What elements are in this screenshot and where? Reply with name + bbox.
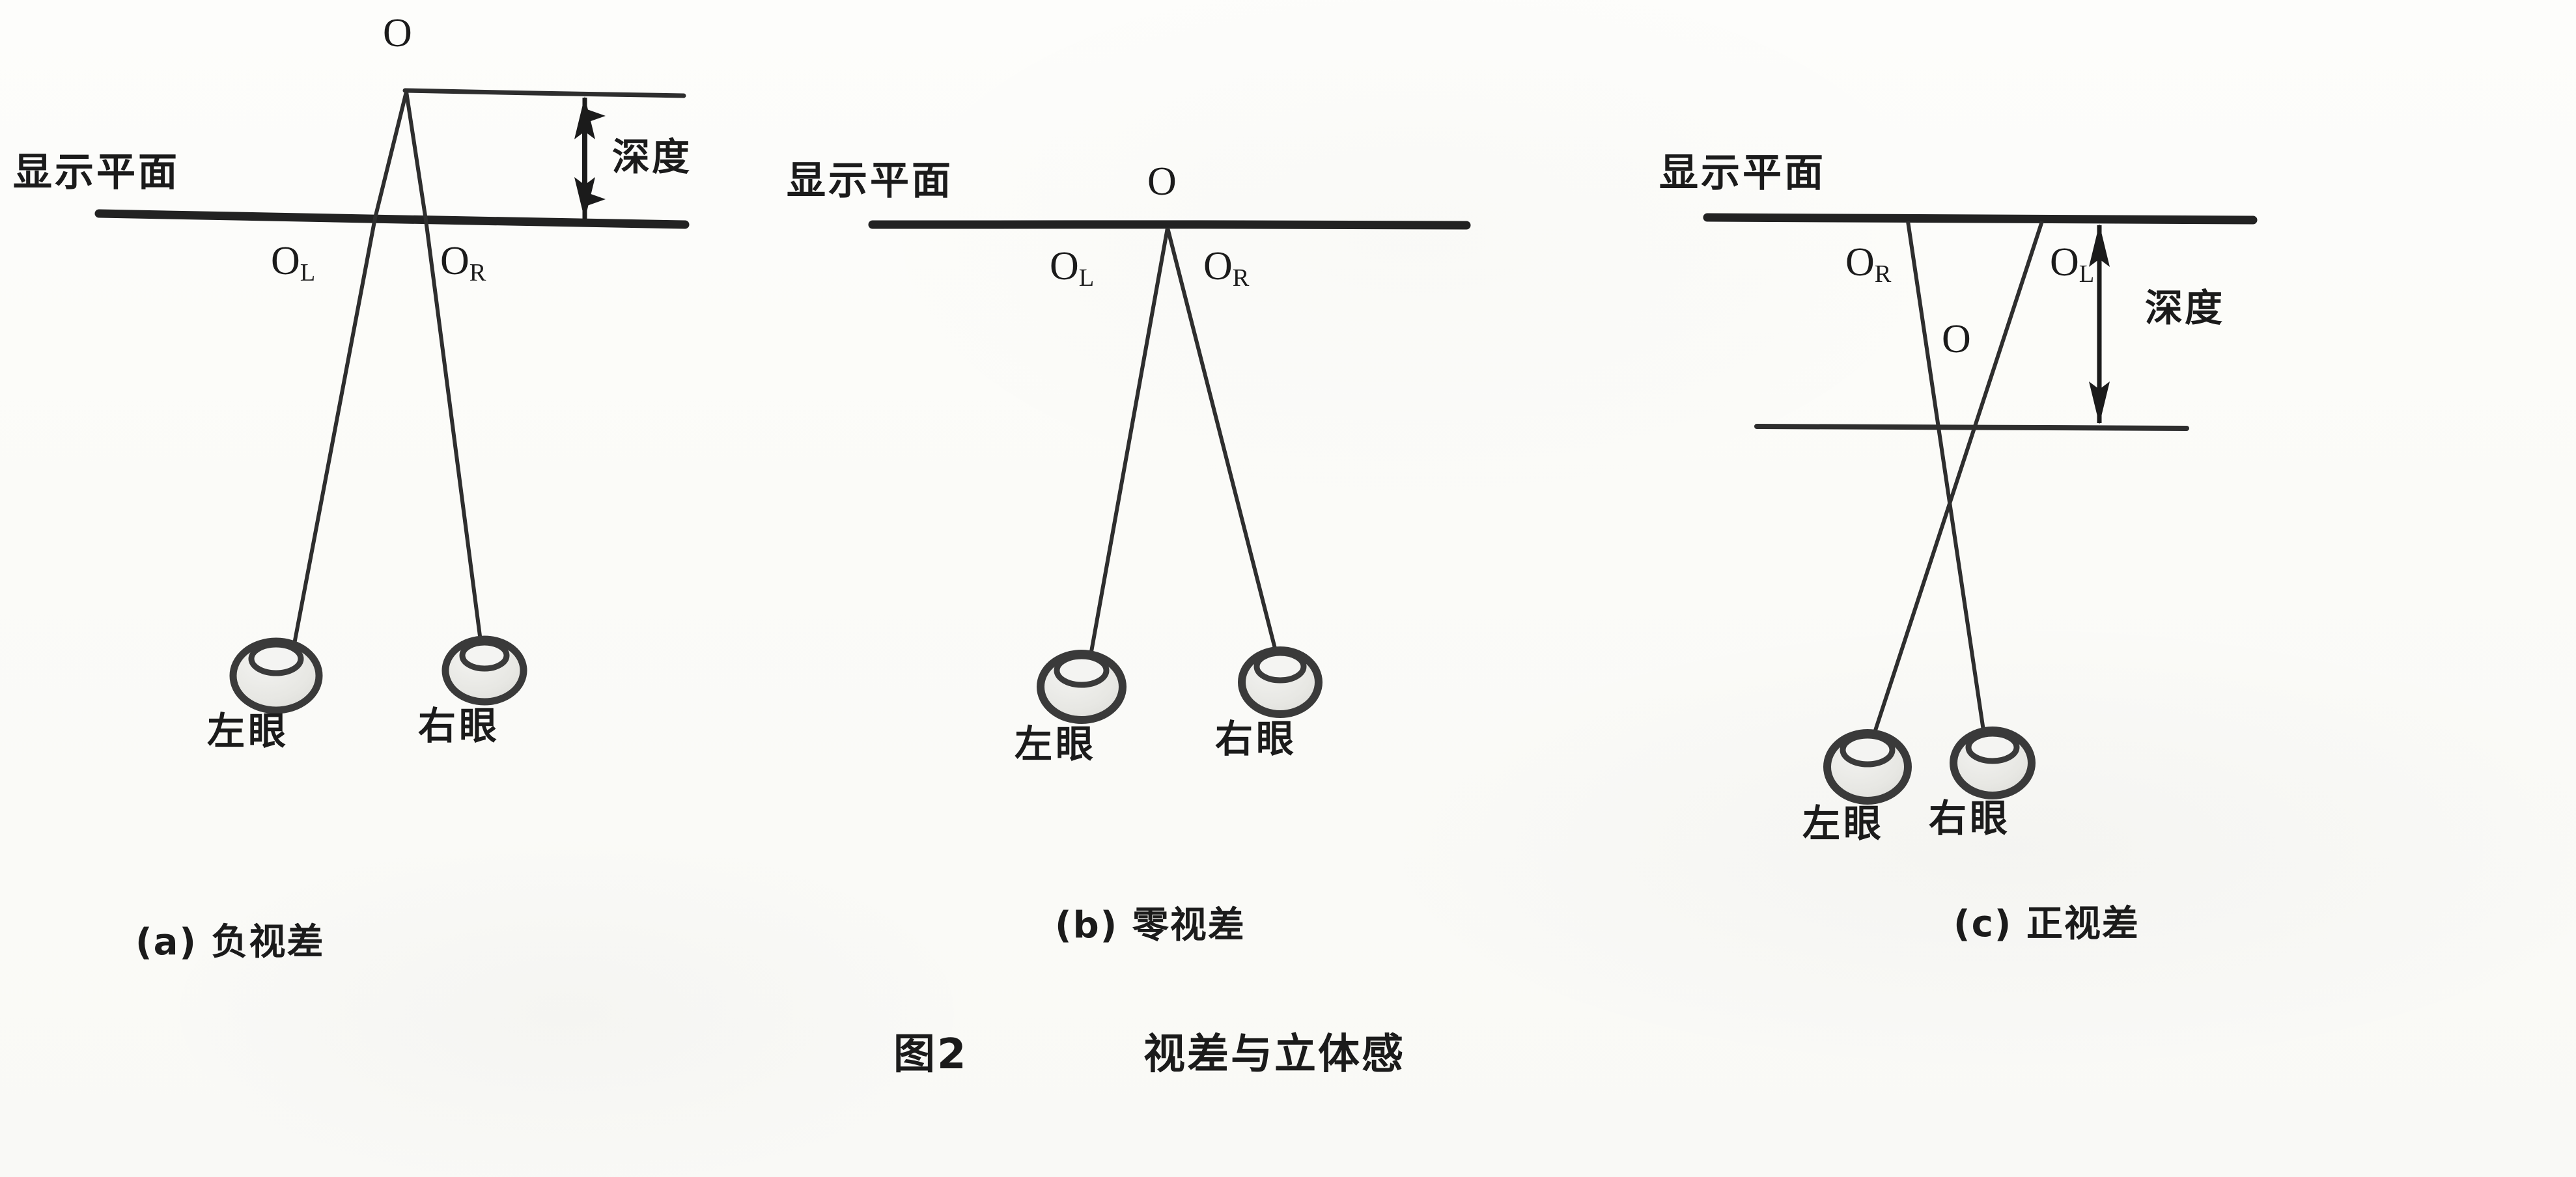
panel-a-left-eye-label: 左眼 — [207, 709, 290, 753]
panel-a-right-image-point-subscript: R — [469, 258, 486, 286]
panel-b-ray-left-eye — [1088, 227, 1169, 659]
panel-c-left-eye-label: 左眼 — [1802, 801, 1885, 846]
panel-c-depth-label: 深度 — [2145, 286, 2225, 330]
panel-b-right-image-point-label: OR — [1203, 244, 1249, 290]
panel-c-depth-bottom-line — [1754, 424, 2189, 431]
panel-c-ray-right-eye — [1906, 221, 1985, 731]
panel-b-object-point-label: O — [1147, 159, 1177, 204]
panel-a-left-image-point-subscript: L — [300, 258, 316, 286]
panel-b-display-plane-label: 显示平面 — [787, 158, 953, 204]
panel-c-display-plane-line — [1703, 213, 2258, 225]
panel-c-object-point-label: O — [1942, 317, 1971, 361]
panel-b-graphics — [868, 220, 1471, 724]
panel-c-ray-left-eye — [1872, 221, 2044, 735]
panel-b-left-image-point-base: O — [1050, 244, 1079, 288]
panel-a-right-eye-icon — [441, 635, 527, 706]
panel-a-depth-label: 深度 — [612, 135, 692, 179]
panel-a-display-plane-line — [94, 209, 690, 229]
panel-b-left-image-point-subscript: L — [1078, 264, 1095, 292]
panel-b-right-image-point-base: O — [1203, 244, 1233, 288]
panel-c-right-image-point-label: OR — [1845, 240, 1891, 286]
panel-c-left-eye-icon — [1823, 729, 1912, 805]
panel-c-right-eye-icon — [1950, 727, 2036, 799]
figure-caption-number: 图2 — [893, 1031, 968, 1079]
panel-a-ray-left-eye — [290, 91, 408, 658]
panel-a-object-point-label: O — [383, 11, 412, 55]
panel-a-right-eye-label: 右眼 — [418, 704, 501, 748]
panel-a-graphics — [94, 88, 690, 714]
panel-c-left-image-point-subscript: L — [2079, 260, 2095, 288]
panel-b-ray-right-eye — [1166, 227, 1277, 649]
panel-c-right-image-point-subscript: R — [1874, 260, 1892, 288]
panel-a-left-image-point-label: OL — [271, 239, 315, 285]
panel-b-left-image-point-label: OL — [1050, 244, 1094, 290]
panel-b-left-eye-label: 左眼 — [1015, 722, 1097, 766]
figure-caption-title: 视差与立体感 — [1143, 1031, 1405, 1079]
panel-a-left-image-point-base: O — [271, 239, 300, 283]
panel-c-right-image-point-base: O — [1845, 240, 1875, 284]
panel-b-caption: (b) 零视差 — [1055, 904, 1246, 947]
panel-b-right-eye-label: 右眼 — [1215, 717, 1298, 761]
panel-a-depth-top-line — [402, 88, 686, 98]
panel-c-left-image-point-base: O — [2050, 240, 2079, 284]
panel-a-display-plane-label: 显示平面 — [13, 150, 180, 195]
panel-b-right-eye-icon — [1238, 646, 1323, 718]
panel-c-display-plane-label: 显示平面 — [1659, 150, 1826, 196]
panel-b-left-eye-icon — [1037, 650, 1127, 724]
panel-a-caption: (a) 负视差 — [135, 921, 325, 963]
panel-a-ray-right-eye — [404, 91, 484, 652]
panel-c-right-eye-label: 右眼 — [1929, 796, 2011, 840]
panel-a-right-image-point-label: OR — [440, 239, 486, 285]
panel-c-left-image-point-label: OL — [2050, 240, 2094, 286]
panel-b-right-image-point-subscript: R — [1232, 264, 1250, 292]
panel-a-right-image-point-base: O — [440, 239, 469, 283]
panel-a-left-eye-icon — [229, 637, 323, 714]
panel-c-caption: (c) 正视差 — [1953, 903, 2140, 945]
panel-c-graphics — [1703, 213, 2258, 805]
